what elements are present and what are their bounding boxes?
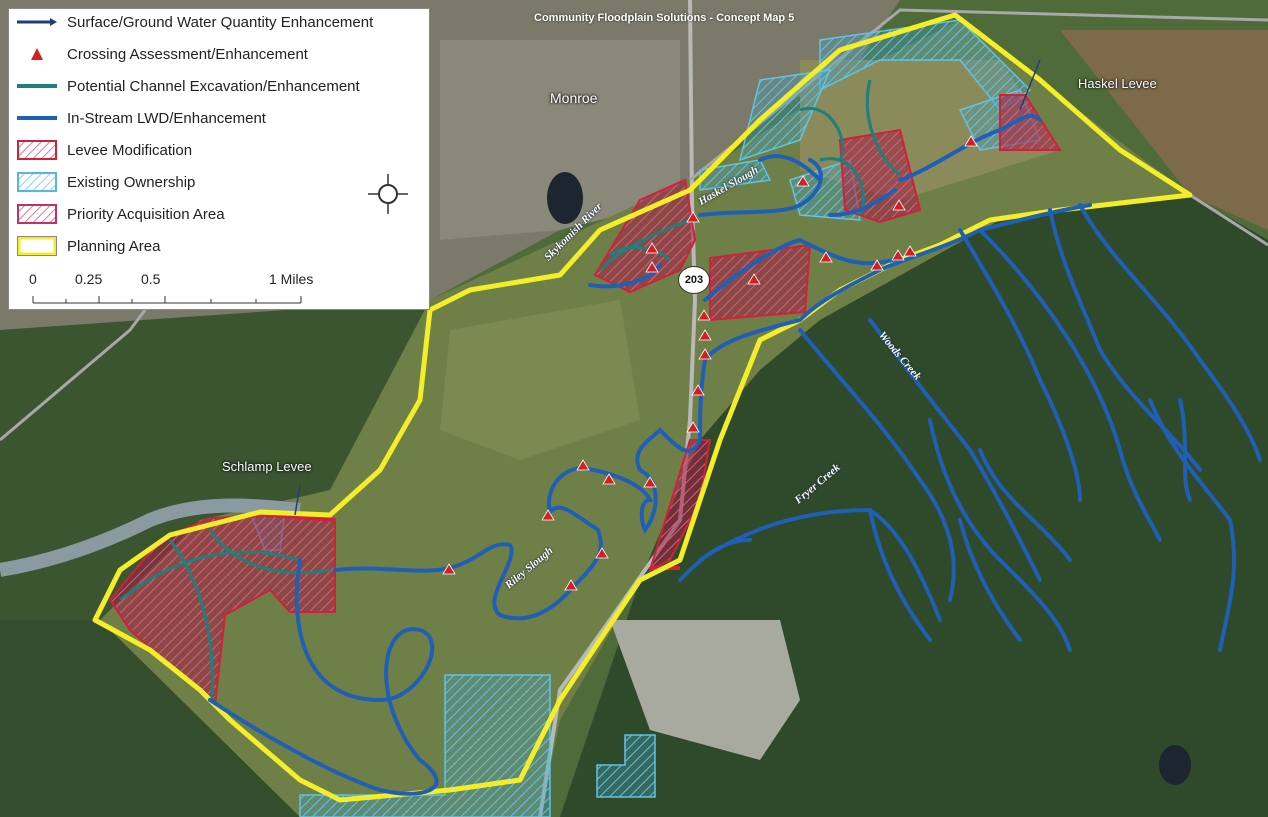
legend-label: Crossing Assessment/Enhancement — [67, 45, 308, 63]
instream-lwd-lines — [208, 113, 1262, 796]
crossing-marker — [691, 384, 705, 396]
crossing-marker — [796, 175, 810, 187]
river-water — [0, 498, 301, 577]
pond — [1159, 745, 1191, 785]
existing-ownership-area — [596, 734, 656, 798]
red-hatch-icon — [17, 139, 57, 161]
legend-item-lwd: In-Stream LWD/Enhancement — [17, 105, 266, 131]
legend-label: Surface/Ground Water Quantity Enhancemen… — [67, 13, 374, 31]
legend-label: Levee Modification — [67, 141, 193, 159]
highway-203-shield: 203 — [678, 266, 710, 294]
quarry-area — [610, 620, 800, 760]
channel-excavation-lines — [119, 79, 901, 701]
crossing-marker — [903, 245, 917, 257]
label-monroe: Monroe — [550, 90, 598, 106]
scale-tick-label: 0 — [29, 271, 37, 287]
scale-tick-label: 1 Miles — [269, 271, 314, 287]
crossing-marker — [645, 242, 659, 254]
map-title: Community Floodplain Solutions - Concept… — [534, 12, 795, 24]
scale-bar-graphic — [32, 296, 302, 304]
crossing-marker — [698, 348, 712, 360]
priority-acquisition-area — [593, 178, 697, 294]
pink-hatch-icon — [17, 203, 57, 225]
legend-label: In-Stream LWD/Enhancement — [67, 109, 266, 127]
yellow-outline-icon — [17, 235, 57, 257]
crossing-marker — [747, 273, 761, 285]
label-schlamp-levee: Schlamp Levee — [222, 459, 312, 474]
map-legend: Surface/Ground Water Quantity Enhancemen… — [8, 8, 430, 310]
scale-tick-label: 0.5 — [141, 271, 161, 287]
farmland-patch — [1060, 30, 1268, 230]
crossing-marker — [698, 329, 712, 341]
arrow-line-icon — [17, 11, 57, 33]
legend-label: Existing Ownership — [67, 173, 196, 191]
north-arrow-icon — [368, 174, 408, 214]
legend-label: Planning Area — [67, 237, 161, 255]
legend-item-crossing: Crossing Assessment/Enhancement — [17, 41, 308, 67]
blue-line-icon — [17, 107, 57, 129]
crossing-marker — [686, 421, 700, 433]
surface-water-arrow — [294, 484, 301, 516]
legend-item-surface-water: Surface/Ground Water Quantity Enhancemen… — [17, 9, 373, 35]
road — [1189, 193, 1268, 247]
label-haskel-levee: Haskel Levee — [1078, 76, 1157, 91]
crossing-marker — [964, 135, 978, 147]
legend-item-ownership: Existing Ownership — [17, 169, 195, 195]
crossing-marker — [870, 259, 884, 271]
legend-item-channel: Potential Channel Excavation/Enhancement — [17, 73, 360, 99]
legend-item-priority: Priority Acquisition Area — [17, 201, 225, 227]
crossing-marker — [602, 473, 616, 485]
legend-label: Priority Acquisition Area — [67, 205, 225, 223]
crossing-marker — [576, 459, 590, 471]
scale-tick-label: 0.25 — [75, 271, 103, 287]
forest-area — [0, 620, 300, 817]
legend-item-levee: Levee Modification — [17, 137, 192, 163]
farmland-patch — [440, 300, 640, 460]
levee-modification-line — [271, 513, 336, 522]
priority-acquisition-area — [648, 439, 712, 572]
urban-block — [440, 40, 680, 240]
crossing-marker — [686, 211, 700, 223]
crossing-marker — [697, 309, 711, 321]
crossing-marker — [595, 547, 609, 559]
scale-bar: 0 0.25 0.5 1 Miles — [19, 271, 319, 311]
crossing-marker — [564, 579, 578, 591]
existing-ownership-area — [299, 674, 551, 817]
priority-acquisition-area — [838, 128, 922, 224]
crossing-marker — [892, 199, 906, 211]
cyan-hatch-icon — [17, 171, 57, 193]
crossing-marker — [643, 476, 657, 488]
crossing-marker — [442, 563, 456, 575]
surface-water-arrow — [1019, 59, 1041, 111]
legend-label: Potential Channel Excavation/Enhancement — [67, 77, 360, 95]
crossing-marker — [891, 249, 905, 261]
crossing-marker — [645, 261, 659, 273]
farmland-area — [100, 20, 1190, 817]
legend-item-planning: Planning Area — [17, 233, 160, 259]
red-triangle-icon — [17, 43, 57, 65]
crossing-marker — [541, 509, 555, 521]
crossing-markers — [442, 135, 978, 591]
crossing-marker — [819, 251, 833, 263]
teal-line-icon — [17, 75, 57, 97]
pond — [547, 172, 583, 224]
